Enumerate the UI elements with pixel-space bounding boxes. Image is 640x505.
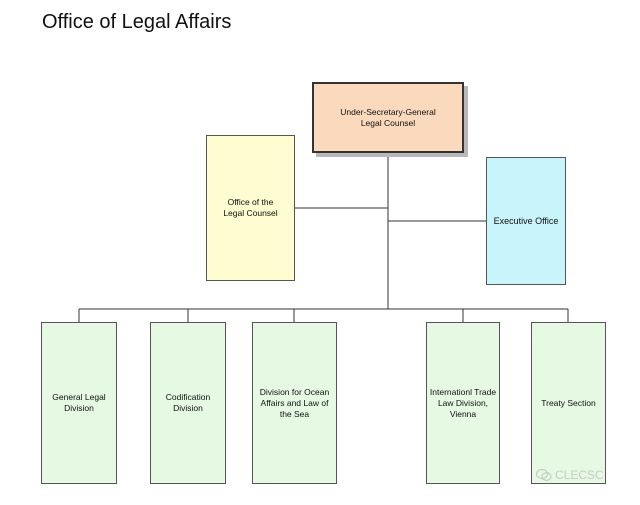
- general-legal-division-label: General Legal Division: [52, 392, 106, 413]
- under-secretary-general-label: Under-Secretary-General Legal Counsel: [340, 106, 436, 128]
- ocean-affairs-division-box: Division for Ocean Affairs and Law of th…: [252, 322, 337, 484]
- general-legal-division-box: General Legal Division: [41, 322, 117, 484]
- international-trade-law-division-label: Internationl Trade Law Division, Vienna: [429, 386, 497, 419]
- treaty-section-label: Treaty Section: [541, 397, 596, 408]
- treaty-section-box: Treaty Section: [531, 322, 606, 484]
- office-of-legal-counsel-box: Office of the Legal Counsel: [206, 135, 295, 281]
- watermark: CLECSC: [536, 468, 604, 482]
- international-trade-law-division-box: Internationl Trade Law Division, Vienna: [426, 322, 500, 484]
- under-secretary-general-box: Under-Secretary-General Legal Counsel: [312, 82, 464, 153]
- page-title: Office of Legal Affairs: [42, 11, 232, 33]
- codification-division-label: Codification Division: [165, 392, 211, 413]
- chat-bubble-icon: [536, 468, 552, 481]
- executive-office-label: Executive Office: [493, 215, 559, 226]
- office-of-legal-counsel-label: Office of the Legal Counsel: [223, 197, 278, 218]
- executive-office-box: Executive Office: [486, 157, 566, 285]
- watermark-text: CLECSC: [555, 468, 604, 482]
- ocean-affairs-division-label: Division for Ocean Affairs and Law of th…: [259, 386, 330, 419]
- codification-division-box: Codification Division: [150, 322, 226, 484]
